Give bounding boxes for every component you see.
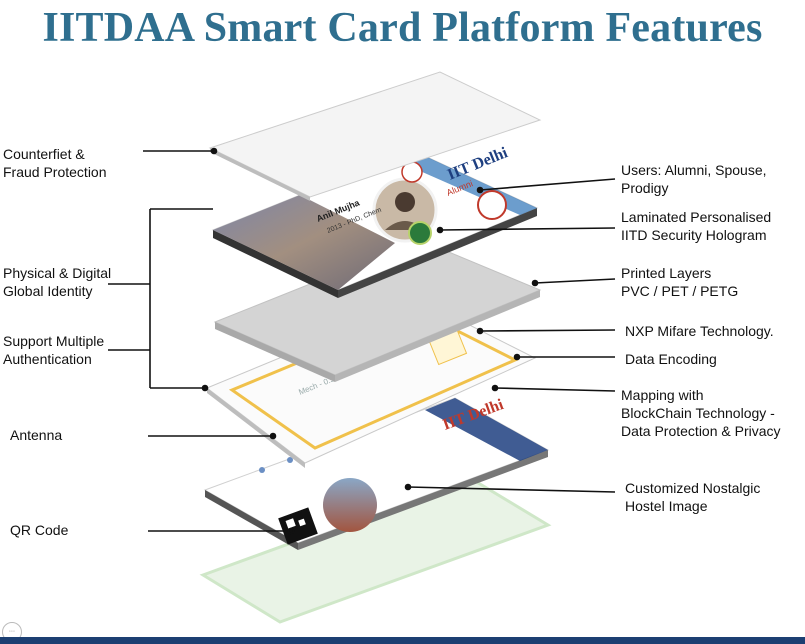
label-blockchain-mapping: Mapping with BlockChain Technology - Dat… <box>621 387 781 439</box>
label-users: Users: Alumni, Spouse, Prodigy <box>621 162 767 196</box>
right-leaders <box>404 178 616 493</box>
antenna-layer: Mech - 0.5 mm <box>206 299 537 468</box>
left-leaders <box>108 147 295 535</box>
printed-layer <box>213 239 542 382</box>
bottom-bar <box>0 637 805 644</box>
label-security-hologram: Laminated Personalised IITD Security Hol… <box>621 209 772 243</box>
laminate-film <box>208 71 542 201</box>
label-hostel-image: Customized Nostalgic Hostel Image <box>625 480 761 514</box>
front-card-institute: IIT Delhi <box>445 144 511 184</box>
label-global-identity: Physical & Digital Global Identity <box>3 265 112 299</box>
security-hologram <box>408 221 432 245</box>
campus-photo <box>213 195 395 290</box>
qr-code <box>278 507 318 545</box>
hostel-image <box>323 478 377 532</box>
label-counterfeit-protection: Counterfiet & Fraud Protection <box>3 146 107 180</box>
label-antenna: Antenna <box>10 427 63 443</box>
iitd-seal <box>477 190 507 220</box>
label-printed-layers: Printed Layers PVC / PET / PETG <box>621 265 739 299</box>
label-multiple-authentication: Support Multiple Authentication <box>3 333 105 367</box>
label-nxp-mifare: NXP Mifare Technology. <box>625 323 774 339</box>
label-data-encoding: Data Encoding <box>625 351 717 367</box>
page-title: IITDAA Smart Card Platform Features <box>42 5 763 51</box>
label-qr-code: QR Code <box>10 522 69 538</box>
